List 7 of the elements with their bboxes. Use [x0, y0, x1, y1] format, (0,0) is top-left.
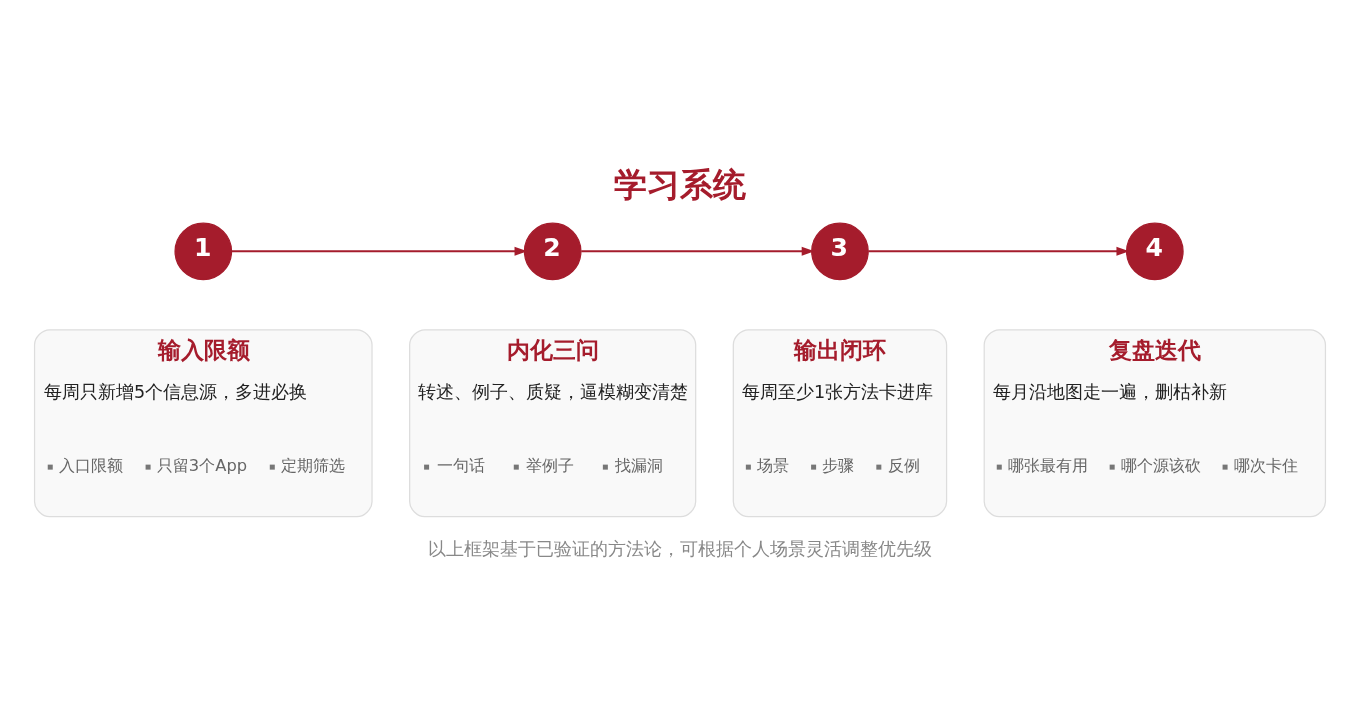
node-circle: 2	[523, 222, 582, 280]
node-circle: 4	[1125, 222, 1184, 280]
node-circle: 1	[174, 222, 233, 280]
arrow	[581, 246, 815, 256]
node-circle: 3	[811, 222, 869, 280]
diagram-title: 学习系统	[613, 165, 746, 204]
caption: 以上框架基于已验证的方法论，可根据个人场景灵活调整优先级	[428, 538, 932, 559]
